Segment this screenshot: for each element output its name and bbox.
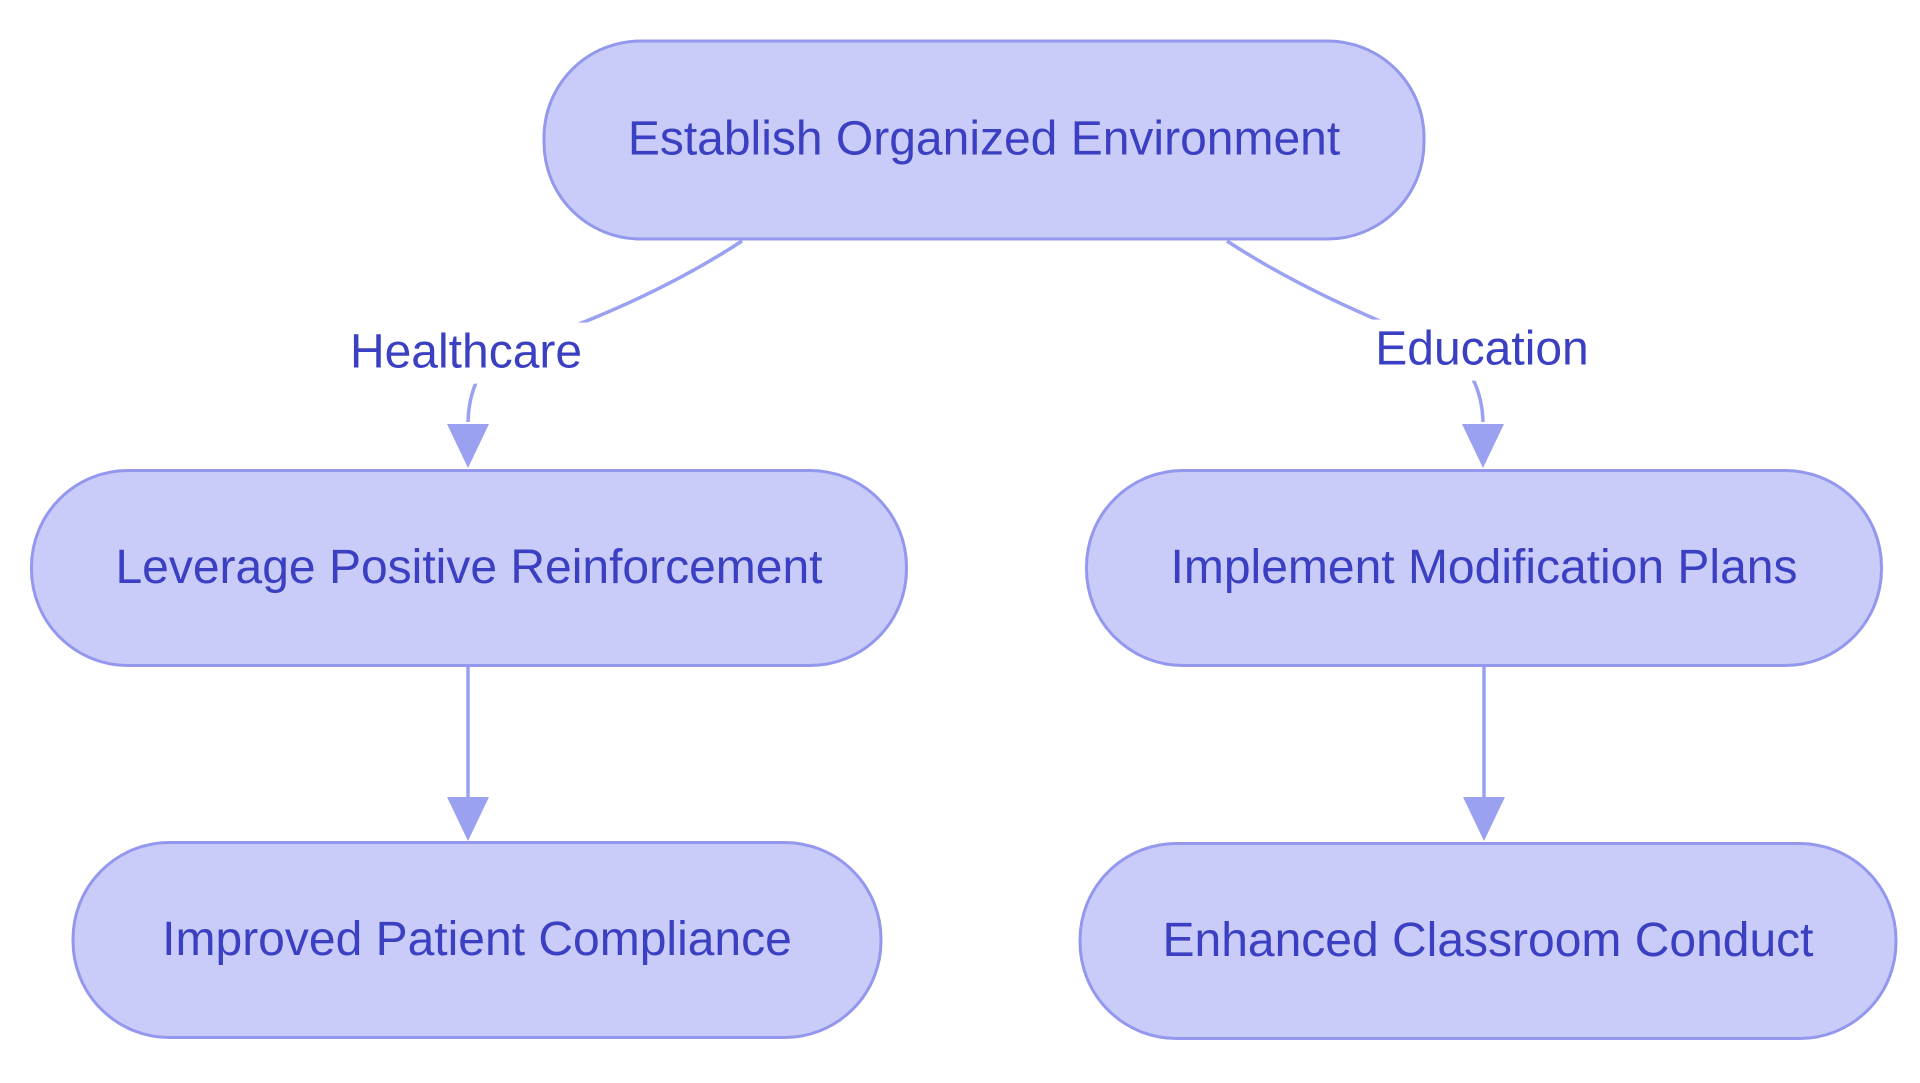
edge-label-education: Education bbox=[1365, 319, 1599, 381]
node-improved-patient-compliance: Improved Patient Compliance bbox=[71, 841, 883, 1039]
node-label: Establish Organized Environment bbox=[627, 112, 1341, 166]
edge-label-healthcare: Healthcare bbox=[339, 322, 593, 384]
node-label: Improved Patient Compliance bbox=[162, 912, 792, 966]
node-label: Implement Modification Plans bbox=[1170, 540, 1798, 594]
node-label: Enhanced Classroom Conduct bbox=[1162, 913, 1814, 967]
arrowhead-icon bbox=[1463, 797, 1505, 841]
node-establish-organized-environment: Establish Organized Environment bbox=[542, 39, 1426, 241]
node-enhanced-classroom-conduct: Enhanced Classroom Conduct bbox=[1078, 842, 1898, 1040]
node-leverage-positive-reinforcement: Leverage Positive Reinforcement bbox=[30, 469, 908, 667]
arrowhead-icon bbox=[447, 797, 489, 841]
node-implement-modification-plans: Implement Modification Plans bbox=[1085, 469, 1883, 667]
node-label: Leverage Positive Reinforcement bbox=[115, 540, 823, 594]
arrowhead-icon bbox=[1462, 424, 1504, 468]
arrowhead-icon bbox=[447, 424, 489, 468]
